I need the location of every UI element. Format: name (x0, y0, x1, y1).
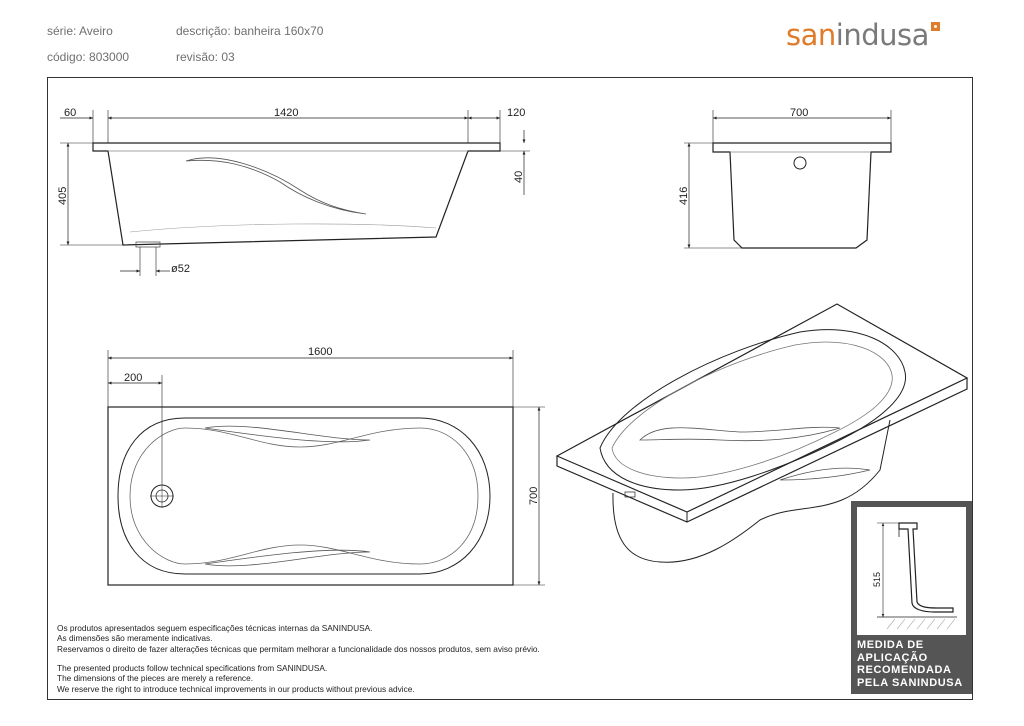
note-en-line: The dimensions of the pieces are merely … (57, 673, 253, 684)
badge-diagram: 515 (857, 507, 966, 635)
logo-part-indusa: indusa (835, 18, 930, 52)
badge-line: RECOMENDADA (857, 664, 952, 676)
revisao-label: revisão: 03 (176, 50, 235, 64)
notes-pt: Os produtos apresentados seguem especifi… (57, 623, 540, 654)
codigo-label: código: 803000 (47, 50, 130, 64)
dim-badge-height: 515 (872, 572, 882, 587)
dim-end-width: 700 (790, 107, 808, 119)
perspective-view (555, 303, 969, 563)
dim-top-width: 700 (528, 487, 540, 505)
serie-label: série: Aveiro (47, 24, 113, 38)
dim-side-height: 405 (57, 187, 69, 205)
dim-side-rim-height: 40 (513, 171, 525, 183)
notes-en: The presented products follow technical … (57, 663, 415, 694)
note-en-line: We reserve the right to introduce techni… (57, 683, 415, 694)
top-view (107, 350, 545, 586)
badge-line: APLICAÇÃO (857, 651, 928, 664)
descricao-label: descrição: banheira 160x70 (176, 24, 324, 38)
dim-side-left-rim: 60 (64, 107, 76, 119)
dim-drain-diameter: ø52 (171, 263, 190, 275)
note-pt-line: Reservamos o direito de fazer alterações… (57, 643, 540, 654)
dim-top-length: 1600 (308, 346, 332, 358)
end-view (684, 110, 892, 249)
note-pt-line: As dimensões são meramente indicativas. (57, 633, 213, 644)
dim-side-right-rim: 120 (507, 107, 525, 119)
recommended-measure-badge: 515 MEDIDA DE APLICAÇÃO RECOMENDADA PELA… (851, 501, 972, 694)
note-pt-line: Os produtos apresentados seguem especifi… (57, 623, 373, 633)
dim-top-drain-offset: 200 (124, 372, 142, 384)
logo-mark-icon (930, 22, 940, 31)
dim-end-height: 416 (678, 187, 690, 205)
badge-line: MEDIDA DE (857, 639, 924, 651)
badge-line: PELA SANINDUSA (857, 676, 963, 689)
badge-caption: MEDIDA DE APLICAÇÃO RECOMENDADA PELA SAN… (857, 639, 963, 689)
note-en-line: The presented products follow technical … (57, 663, 328, 673)
sanindusa-logo: sanindusa (786, 18, 940, 52)
logo-part-san: san (786, 18, 836, 52)
drawing-frame (47, 77, 973, 700)
side-view (60, 110, 530, 276)
dim-side-length: 1420 (274, 107, 298, 119)
